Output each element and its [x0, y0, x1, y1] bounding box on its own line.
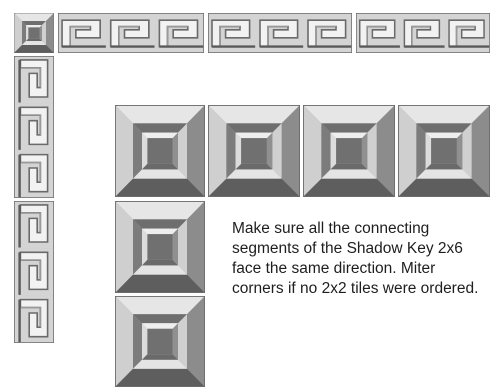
corner-tile: [14, 13, 54, 53]
vertical-border-tile: [14, 56, 54, 198]
greek-key-graphic: [356, 13, 490, 53]
vertical-border-tile: [14, 201, 54, 343]
corner-tile-graphic: [14, 13, 54, 53]
recessed-square-graphic: [115, 296, 205, 387]
field-tile: [398, 105, 490, 197]
recessed-square-graphic: [398, 105, 490, 197]
field-tile: [115, 201, 205, 293]
horizontal-border-tile: [208, 13, 352, 53]
greek-key-graphic: [14, 56, 54, 198]
greek-key-graphic: [14, 201, 54, 343]
horizontal-border-tile: [58, 13, 204, 53]
recessed-square-graphic: [303, 105, 395, 197]
recessed-square-graphic: [208, 105, 300, 197]
greek-key-graphic: [58, 13, 204, 53]
instruction-text: Make sure all the connecting segments of…: [232, 219, 484, 299]
recessed-square-graphic: [115, 201, 205, 293]
field-tile: [303, 105, 395, 197]
greek-key-graphic: [208, 13, 352, 53]
field-tile: [208, 105, 300, 197]
horizontal-border-tile: [356, 13, 490, 53]
field-tile: [115, 296, 205, 387]
recessed-square-graphic: [115, 105, 205, 197]
field-tile: [115, 105, 205, 197]
